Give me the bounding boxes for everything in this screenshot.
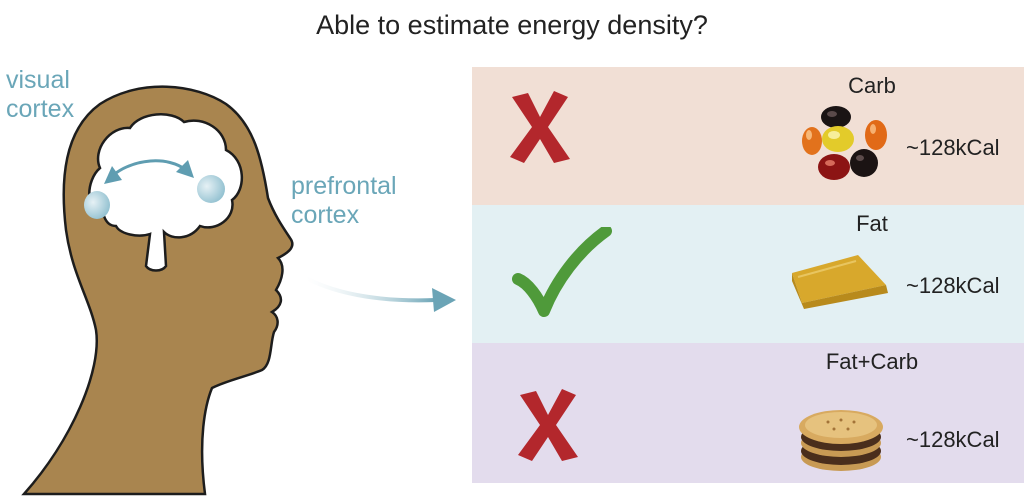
food-name-carb: Carb bbox=[848, 73, 896, 98]
carb-panel: Carb ~128kCal bbox=[472, 67, 1024, 205]
head-diagram bbox=[21, 85, 456, 496]
check-icon bbox=[512, 227, 612, 317]
prefrontal-cortex-blob bbox=[197, 175, 225, 203]
output-arrow bbox=[305, 276, 437, 303]
connection-arrowhead-right bbox=[176, 160, 194, 178]
connection-arrowhead-left bbox=[104, 166, 122, 184]
food-name-fat-carb: Fat+Carb bbox=[825, 349, 919, 374]
cross-icon bbox=[510, 91, 570, 163]
connection-arrow bbox=[111, 159, 187, 178]
cheese-image bbox=[792, 255, 888, 309]
figure-title: Able to estimate energy density? bbox=[316, 10, 708, 40]
visual-cortex-label-line2: cortex bbox=[6, 95, 75, 123]
fat-carb-panel: Fat+Carb ~128kCal bbox=[472, 343, 1024, 483]
visual-cortex-label: visual cortex bbox=[6, 66, 74, 124]
visual-cortex-blob bbox=[84, 191, 110, 219]
candy-image bbox=[802, 106, 887, 180]
biscuit-image bbox=[799, 410, 883, 471]
brain bbox=[88, 113, 244, 272]
food-name-fat: Fat bbox=[856, 211, 888, 236]
prefrontal-cortex-label-line2: cortex bbox=[291, 201, 360, 229]
fat-panel: Fat ~128kCal bbox=[472, 205, 1024, 343]
visual-cortex-label-line1: visual bbox=[6, 66, 70, 94]
energy-fat: ~128kCal bbox=[906, 273, 1000, 298]
cross-icon bbox=[518, 389, 578, 461]
energy-fat-carb: ~128kCal bbox=[906, 427, 1000, 452]
energy-carb: ~128kCal bbox=[906, 135, 1000, 160]
prefrontal-cortex-label: prefrontal cortex bbox=[291, 172, 397, 230]
prefrontal-cortex-label-line1: prefrontal bbox=[291, 172, 397, 200]
output-arrowhead bbox=[432, 288, 456, 312]
